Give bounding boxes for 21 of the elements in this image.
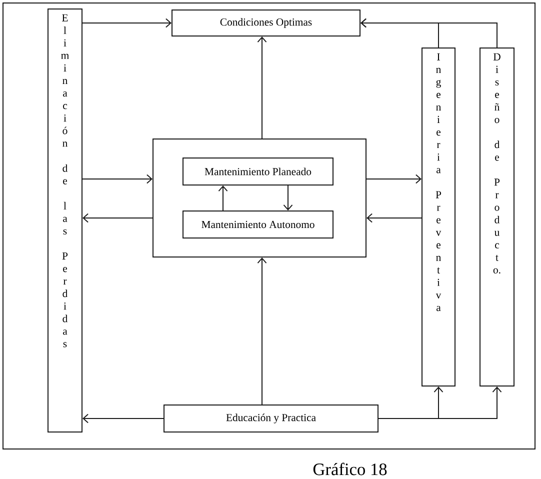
process-box: Educación y Practica xyxy=(164,404,378,432)
caption: Gráfico 18 xyxy=(313,462,387,476)
process-box: Condiciones Optimas xyxy=(172,10,360,36)
arrow xyxy=(82,18,172,28)
arrow xyxy=(218,186,228,211)
vertical-label-box: Ingenieria Preventiva xyxy=(422,48,456,386)
process-box: Mantenimiento Planeado xyxy=(182,158,334,186)
arrow xyxy=(257,36,267,139)
container-box xyxy=(152,138,366,258)
vertical-label-box: Diseño de Producto. xyxy=(480,48,514,386)
vertical-label-box: Eliminación de las Perdidas xyxy=(48,8,82,432)
arrow xyxy=(82,414,164,424)
arrow xyxy=(82,174,152,184)
arrow xyxy=(378,386,502,419)
arrow xyxy=(366,213,422,223)
arrow xyxy=(360,18,498,48)
arrow xyxy=(366,174,422,184)
arrow xyxy=(82,213,153,223)
process-box: Mantenimiento Autonomo xyxy=(182,210,334,238)
arrow xyxy=(257,258,267,405)
arrow xyxy=(283,185,293,210)
